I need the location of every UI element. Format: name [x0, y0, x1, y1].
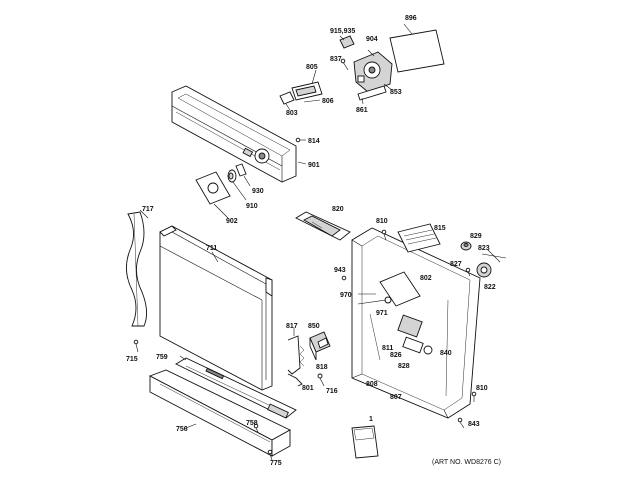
- label-853: 853: [390, 89, 402, 96]
- label-806: 806: [322, 98, 334, 105]
- label-823: 823: [478, 245, 490, 252]
- screw-810-lower: [471, 391, 477, 402]
- label-775: 775: [270, 460, 282, 467]
- label-902: 902: [226, 218, 238, 225]
- label-758: 758: [246, 420, 258, 427]
- label-756: 756: [176, 426, 188, 433]
- screw-715: [133, 339, 139, 353]
- inner-door-807: [351, 227, 481, 419]
- label-715: 715: [126, 356, 138, 363]
- switch-button-803: [279, 91, 295, 105]
- label-970: 970: [340, 292, 352, 299]
- callout-labels: 896 915,935 904 837 853 861 805 806 803 …: [126, 15, 501, 467]
- label-971: 971: [376, 310, 388, 317]
- label-820: 820: [332, 206, 344, 213]
- label-896: 896: [405, 15, 417, 22]
- label-850: 850: [308, 323, 320, 330]
- spring-823: [481, 249, 507, 263]
- label-814: 814: [308, 138, 320, 145]
- label-840: 840: [440, 350, 452, 357]
- vent-815: [397, 223, 441, 253]
- label-930: 930: [252, 188, 264, 195]
- knob-shield-902: [195, 171, 231, 205]
- label-904: 904: [366, 36, 378, 43]
- label-711: 711: [206, 245, 217, 252]
- label-843: 843: [468, 421, 480, 428]
- label-811: 811: [382, 345, 393, 352]
- label-861: 861: [356, 107, 368, 114]
- screw-775: [267, 449, 273, 461]
- spring-818: [299, 345, 305, 367]
- screw-814: [295, 137, 306, 143]
- label-810-lower: 810: [476, 385, 488, 392]
- label-808: 808: [366, 381, 378, 388]
- mounting-plate-896: [389, 23, 445, 73]
- label-943: 943: [334, 267, 346, 274]
- door-liner-711: [159, 225, 273, 391]
- label-759: 759: [156, 354, 168, 361]
- connector-915-935: [339, 35, 355, 49]
- door-switch-850: [309, 331, 331, 361]
- screw-843: [457, 417, 465, 429]
- label-807: 807: [390, 394, 402, 401]
- kick-panel-756: [148, 369, 291, 457]
- label-822: 822: [484, 284, 496, 291]
- screw-758: [253, 423, 259, 433]
- literature-1: [351, 425, 379, 459]
- control-panel-901: [171, 85, 297, 183]
- art-number: (ART NO. WD8276 C): [432, 459, 501, 466]
- label-828: 828: [398, 363, 410, 370]
- cable-817: [287, 328, 301, 375]
- retainer-930: [235, 163, 247, 177]
- label-829: 829: [470, 233, 482, 240]
- label-817: 817: [286, 323, 298, 330]
- label-803: 803: [286, 110, 298, 117]
- label-915-935: 915,935: [330, 28, 355, 35]
- screw-716: [317, 373, 325, 387]
- screw-943: [341, 275, 347, 281]
- gear-822: [476, 262, 492, 278]
- knob-910: [227, 169, 237, 183]
- label-1: 1: [369, 416, 373, 423]
- label-802: 802: [420, 275, 432, 282]
- label-805: 805: [306, 64, 318, 71]
- label-810-upper: 810: [376, 218, 388, 225]
- screw-837: [340, 58, 349, 71]
- label-815: 815: [434, 225, 446, 232]
- label-910: 910: [246, 203, 258, 210]
- label-826: 826: [390, 352, 402, 359]
- label-901: 901: [308, 162, 320, 169]
- timer-control-904: [353, 49, 393, 93]
- screw-810-upper: [381, 229, 387, 241]
- label-716: 716: [326, 388, 338, 395]
- cap-829: [460, 241, 472, 251]
- bracket-861: [357, 85, 387, 105]
- label-827: 827: [450, 261, 462, 268]
- link-801: [287, 373, 303, 387]
- label-801: 801: [302, 385, 314, 392]
- switch-805: [291, 81, 323, 101]
- label-818: 818: [316, 364, 328, 371]
- vent-820: [295, 211, 351, 241]
- label-837: 837: [330, 56, 342, 63]
- door-panel-717: [126, 211, 147, 327]
- label-717: 717: [142, 206, 154, 213]
- screw-827: [465, 267, 471, 277]
